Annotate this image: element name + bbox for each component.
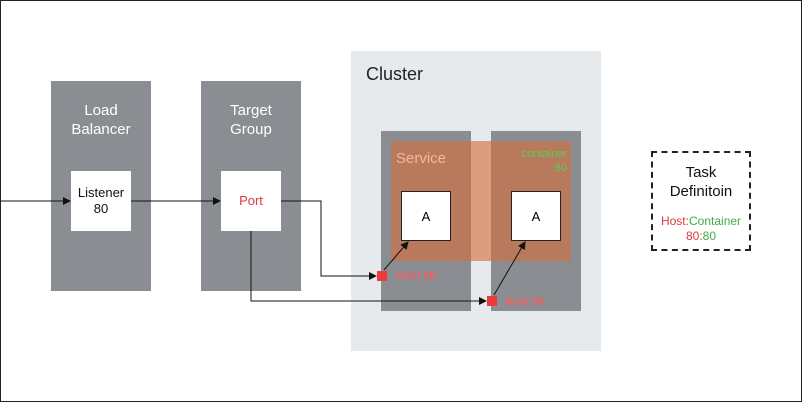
task-definition-box: Task Definitoin Host:Container 80:80	[651, 151, 751, 251]
load-balancer-title-line1: Load	[84, 102, 118, 119]
task-definition-title-line2: Definitoin	[669, 183, 733, 200]
container-label-text: container	[521, 148, 567, 160]
task-a-left-label: A	[421, 208, 431, 224]
port-label: Port	[239, 193, 263, 208]
port-mapping: Host:Container 80:80	[653, 214, 749, 244]
host-label-left: Host 80	[396, 270, 436, 282]
target-group-title-line2: Group	[230, 121, 272, 138]
service-label: Service	[396, 150, 447, 167]
port-box: Port	[221, 171, 281, 231]
container-label: container 80	[522, 147, 567, 175]
host-label-right: Host 80	[505, 296, 545, 308]
connector-host-left-to-task	[383, 241, 409, 271]
task-a-right-label: A	[531, 208, 541, 224]
task-a-right: A	[511, 191, 561, 241]
mapping-colon-1: :	[685, 214, 689, 228]
connector-host-right-to-task	[493, 241, 526, 296]
connector-port-to-host-right	[250, 231, 487, 305]
mapping-container-word: Container	[689, 214, 742, 228]
container-label-port: 80	[554, 162, 567, 174]
listener-box: Listener 80	[71, 171, 131, 231]
connector-port-to-host-left	[281, 200, 377, 280]
cluster-title: Cluster	[366, 64, 424, 84]
host-port-left	[377, 271, 387, 281]
task-definition-title: Task Definitoin	[653, 163, 749, 201]
host-port-right	[487, 296, 497, 306]
load-balancer-title-line2: Balancer	[71, 121, 131, 138]
target-group-title: Target Group	[201, 101, 301, 139]
mapping-host-port: 80	[685, 229, 700, 243]
listener-port: 80	[93, 201, 109, 216]
load-balancer-title: Load Balancer	[51, 101, 151, 139]
mapping-host-word: Host	[660, 214, 686, 228]
task-definition-title-line1: Task	[685, 164, 717, 181]
mapping-colon-2: :	[699, 229, 703, 243]
task-a-left: A	[401, 191, 451, 241]
target-group-title-line1: Target	[230, 102, 272, 119]
mapping-container-port: 80	[702, 229, 717, 243]
listener-label: Listener	[77, 185, 125, 200]
